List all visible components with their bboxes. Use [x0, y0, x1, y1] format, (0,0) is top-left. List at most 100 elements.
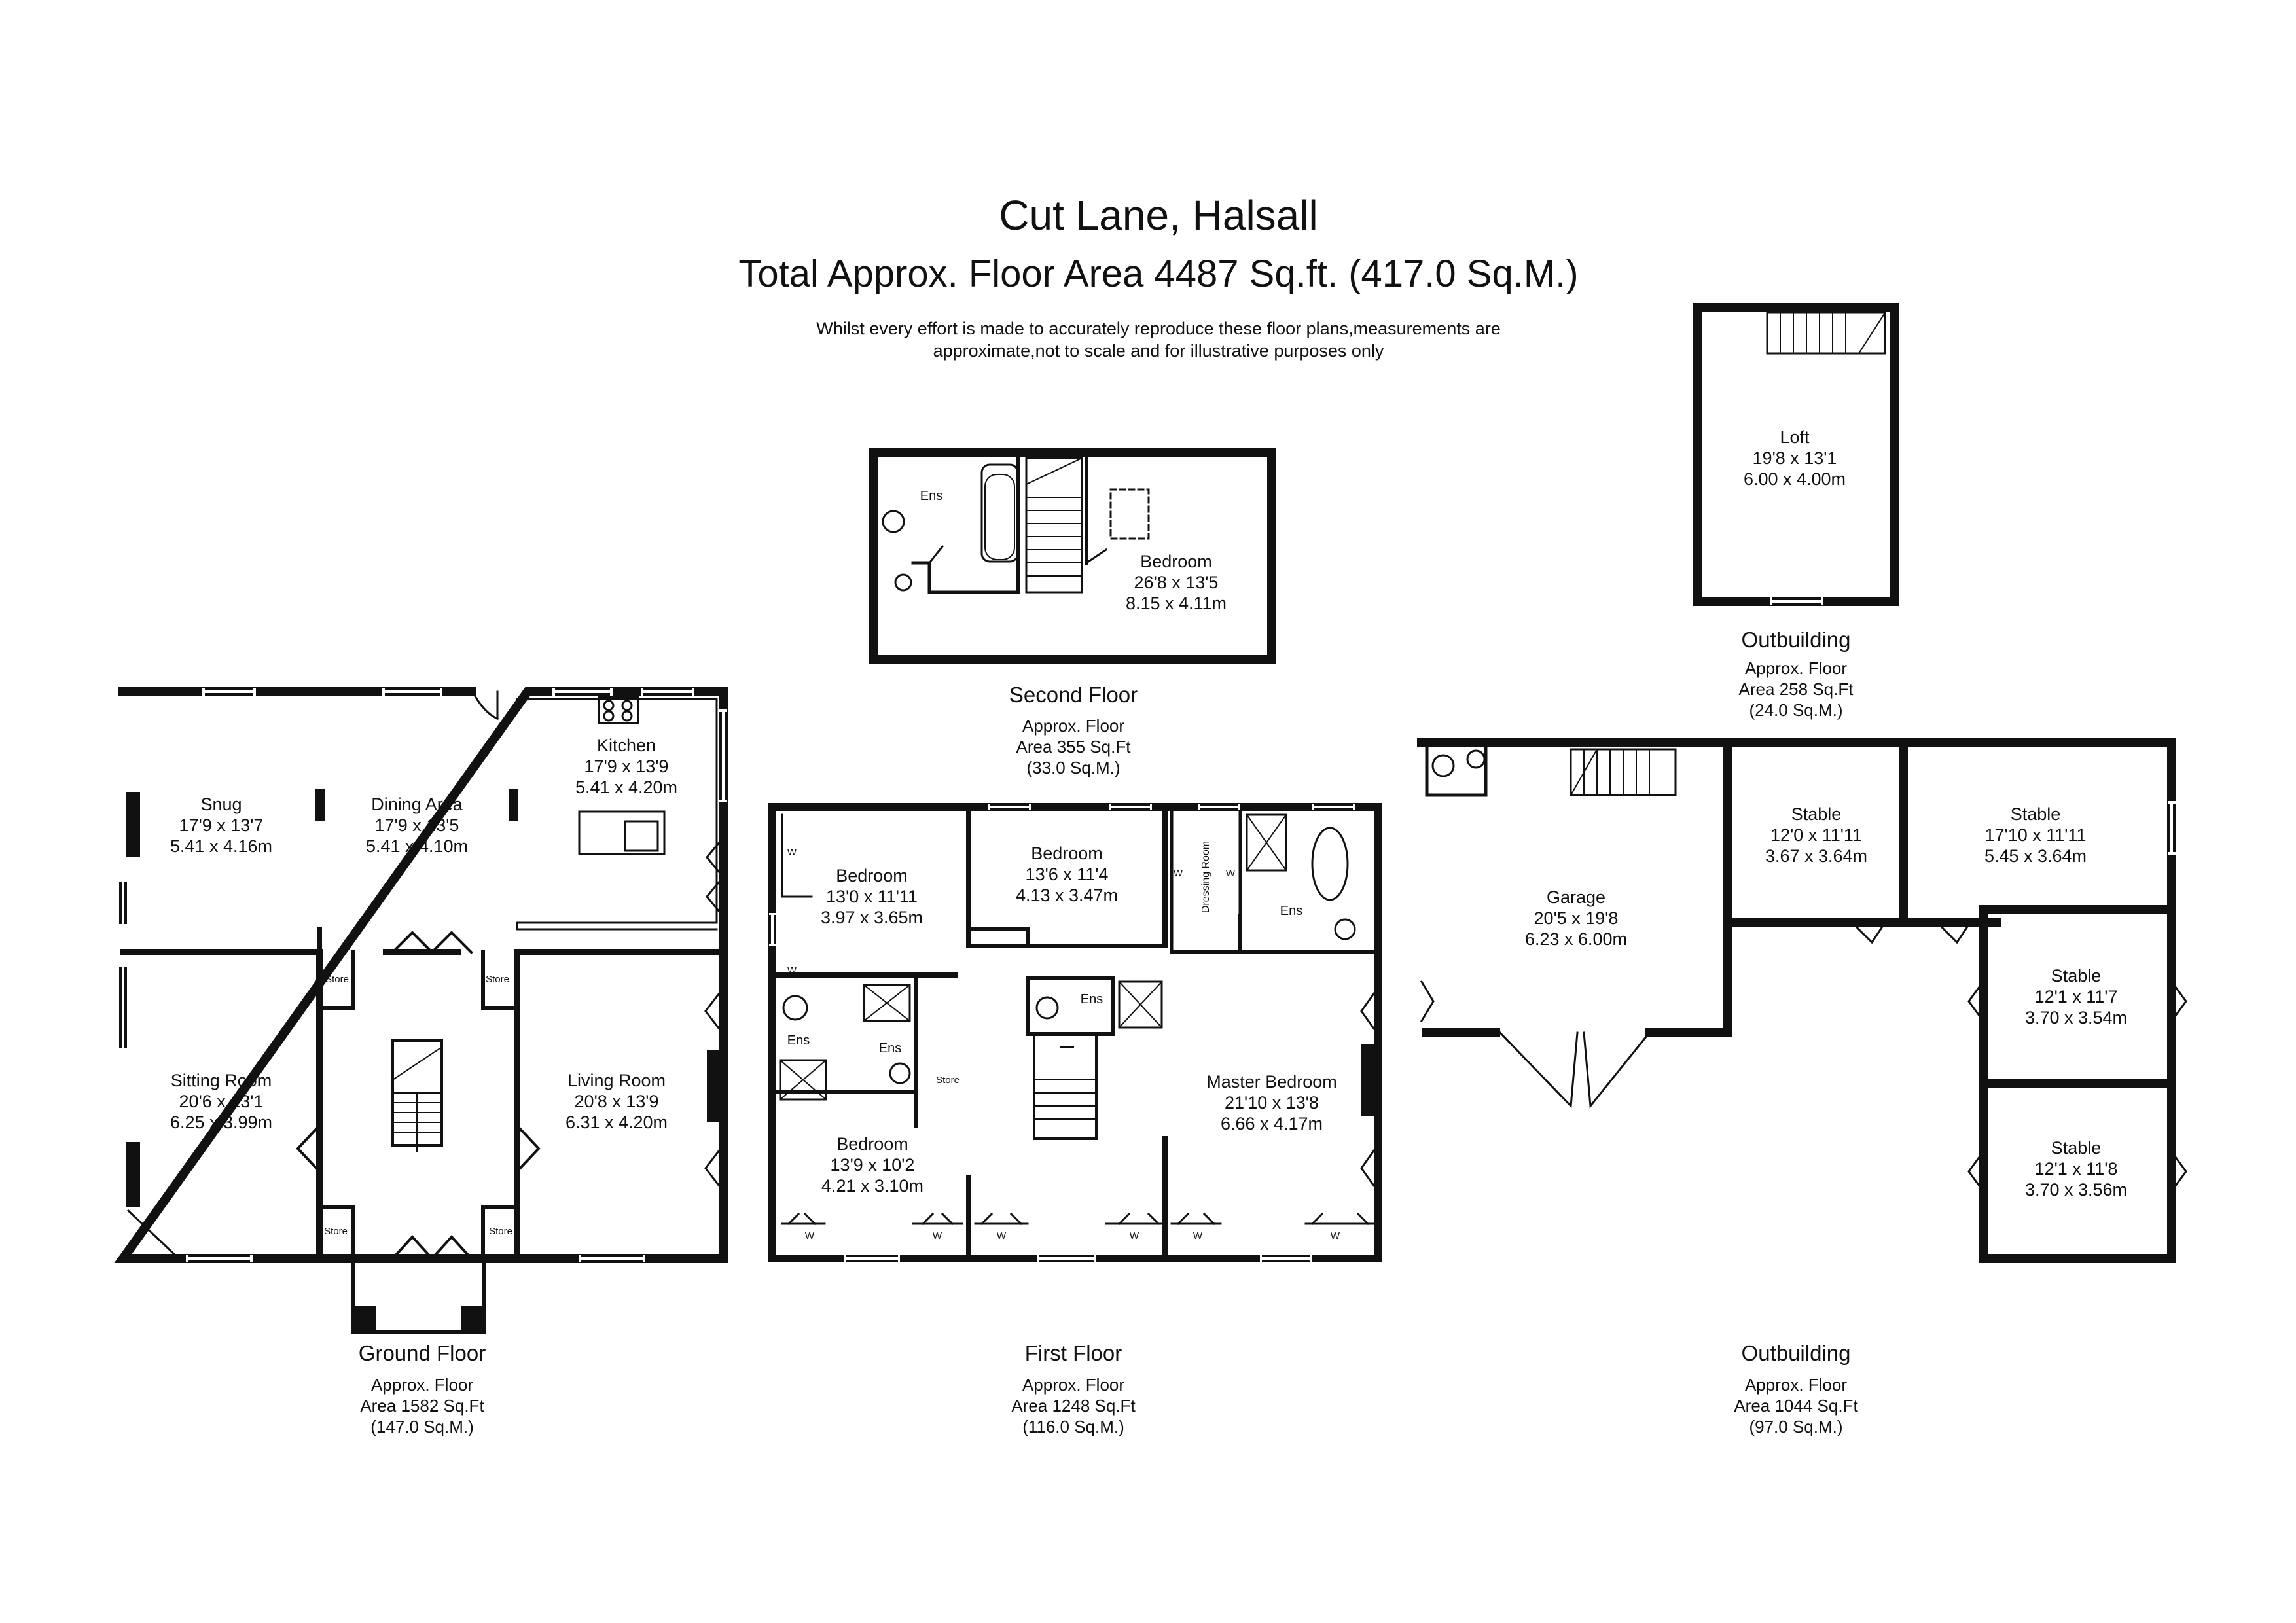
- dressing-room-label: Dressing Room: [1200, 840, 1211, 914]
- first-floor-name: First Floor: [1024, 1341, 1122, 1365]
- store-label-2: Store: [486, 974, 509, 985]
- room-first-bedroom-2-metric: 4.13 x 3.47m: [1015, 885, 1119, 905]
- room-sitting: Sitting Room 20'6 x 13'1 6.25 x 3.99m: [170, 1070, 272, 1133]
- room-loft-metric: 6.00 x 4.00m: [1743, 469, 1846, 489]
- room-first-bedroom-1-imperial: 13'0 x 11'11: [826, 887, 918, 906]
- room-sitting-name: Sitting Room: [170, 1071, 272, 1090]
- outbuilding-loft-area-1: Approx. Floor: [1744, 658, 1848, 678]
- room-dining-imperial: 17'9 x 13'5: [374, 815, 459, 835]
- second-floor-plan: [869, 448, 1276, 664]
- wardrobe-label-6: W: [932, 1230, 942, 1241]
- second-floor-area-3: (33.0 Sq.M.): [1026, 758, 1121, 777]
- first-floor-area-1: Approx. Floor: [1022, 1375, 1125, 1395]
- wardrobe-label-9: W: [1193, 1230, 1203, 1241]
- room-garage-metric: 6.23 x 6.00m: [1524, 929, 1628, 949]
- room-second-bedroom: Bedroom 26'8 x 13'5 8.15 x 4.11m: [1126, 551, 1227, 614]
- room-sitting-metric: 6.25 x 3.99m: [170, 1113, 273, 1132]
- room-first-bedroom-2-imperial: 13'6 x 11'4: [1025, 865, 1109, 884]
- room-stable-4-name: Stable: [2051, 1138, 2102, 1158]
- room-master-bedroom-name: Master Bedroom: [1206, 1072, 1337, 1092]
- room-snug: Snug 17'9 x 13'7 5.41 x 4.16m: [170, 794, 272, 857]
- room-first-bedroom-3-imperial: 13'9 x 10'2: [830, 1155, 915, 1175]
- room-garage-name: Garage: [1546, 887, 1606, 907]
- wardrobe-label-7: W: [996, 1230, 1007, 1241]
- room-master-bedroom: Master Bedroom 21'10 x 13'8 6.66 x 4.17m: [1206, 1071, 1337, 1134]
- ground-floor-area-3: (147.0 Sq.M.): [370, 1417, 474, 1436]
- page-subtitle: Total Approx. Floor Area 4487 Sq.ft. (41…: [738, 253, 1579, 295]
- room-stable-1-name: Stable: [1791, 804, 1842, 824]
- room-stable-4-metric: 3.70 x 3.56m: [2024, 1180, 2128, 1200]
- second-floor-area-1: Approx. Floor: [1022, 716, 1125, 736]
- store-label-1: Store: [325, 974, 349, 985]
- room-sitting-imperial: 20'6 x 13'1: [179, 1092, 264, 1111]
- room-stable-3-metric: 3.70 x 3.54m: [2024, 1008, 2128, 1027]
- second-floor-name: Second Floor: [1009, 683, 1138, 707]
- room-stable-2-metric: 5.45 x 3.64m: [1984, 846, 2087, 866]
- ground-floor-plan: [114, 687, 728, 1334]
- room-dining-name: Dining Area: [371, 794, 463, 814]
- room-stable-2-name: Stable: [2010, 804, 2061, 824]
- wardrobe-label-8: W: [1129, 1230, 1139, 1241]
- room-second-bedroom-name: Bedroom: [1140, 552, 1212, 571]
- room-master-bedroom-metric: 6.66 x 4.17m: [1220, 1114, 1323, 1133]
- ens-label-4: Ens: [1280, 904, 1303, 918]
- wardrobe-label-10: W: [1330, 1230, 1340, 1241]
- room-loft: Loft 19'8 x 13'1 6.00 x 4.00m: [1744, 427, 1846, 490]
- outbuilding-main-name: Outbuilding: [1741, 1341, 1851, 1365]
- room-stable-4: Stable 12'1 x 11'8 3.70 x 3.56m: [2025, 1137, 2127, 1200]
- room-loft-imperial: 19'8 x 13'1: [1752, 448, 1837, 468]
- room-stable-1-imperial: 12'0 x 11'11: [1770, 825, 1862, 845]
- room-second-bedroom-metric: 8.15 x 4.11m: [1125, 594, 1227, 613]
- outbuilding-loft-area-2: Area 258 Sq.Ft: [1738, 679, 1854, 699]
- room-living: Living Room 20'8 x 13'9 6.31 x 4.20m: [565, 1070, 668, 1133]
- wardrobe-label-2: W: [787, 965, 797, 976]
- room-kitchen-name: Kitchen: [596, 736, 656, 755]
- room-first-bedroom-1-metric: 3.97 x 3.65m: [820, 908, 924, 927]
- room-stable-3-name: Stable: [2051, 966, 2102, 986]
- ground-floor-area-2: Area 1582 Sq.Ft: [360, 1396, 484, 1416]
- room-first-bedroom-2-name: Bedroom: [1031, 844, 1103, 863]
- second-floor-area-2: Area 355 Sq.Ft: [1016, 737, 1131, 757]
- room-stable-3: Stable 12'1 x 11'7 3.70 x 3.54m: [2025, 965, 2127, 1028]
- room-dining-metric: 5.41 x 4.10m: [365, 836, 469, 856]
- wardrobe-label-3: W: [1173, 868, 1183, 879]
- room-loft-name: Loft: [1780, 427, 1810, 447]
- ground-floor-name: Ground Floor: [358, 1341, 486, 1365]
- wardrobe-label-5: W: [804, 1230, 815, 1241]
- wardrobe-label-1: W: [787, 847, 797, 858]
- outbuilding-loft-plan: [1693, 303, 1899, 606]
- ground-floor-area-1: Approx. Floor: [370, 1375, 474, 1395]
- first-floor-area-2: Area 1248 Sq.Ft: [1011, 1396, 1136, 1416]
- ens-label-1: Ens: [787, 1033, 810, 1048]
- room-first-bedroom-2: Bedroom 13'6 x 11'4 4.13 x 3.47m: [1016, 843, 1118, 906]
- ens-label-2: Ens: [878, 1041, 902, 1056]
- room-master-bedroom-imperial: 21'10 x 13'8: [1225, 1093, 1319, 1113]
- store-label-5: Store: [936, 1075, 960, 1086]
- first-floor-plan: [768, 803, 1382, 1262]
- disclaimer-line-2: approximate,not to scale and for illustr…: [933, 341, 1384, 361]
- room-dining: Dining Area 17'9 x 13'5 5.41 x 4.10m: [366, 794, 468, 857]
- room-snug-metric: 5.41 x 4.16m: [170, 836, 273, 856]
- room-kitchen: Kitchen 17'9 x 13'9 5.41 x 4.20m: [575, 735, 677, 798]
- outbuilding-main-area-1: Approx. Floor: [1744, 1375, 1848, 1395]
- room-stable-2: Stable 17'10 x 11'11 5.45 x 3.64m: [1984, 804, 2087, 866]
- ens-label-3: Ens: [1080, 992, 1103, 1007]
- room-garage: Garage 20'5 x 19'8 6.23 x 6.00m: [1525, 887, 1627, 950]
- wardrobe-label-4: W: [1225, 868, 1236, 879]
- disclaimer-line-1: Whilst every effort is made to accuratel…: [816, 319, 1501, 338]
- ens-label-5: Ens: [920, 489, 943, 503]
- room-second-bedroom-imperial: 26'8 x 13'5: [1134, 573, 1219, 592]
- room-stable-2-imperial: 17'10 x 11'11: [1984, 825, 2087, 845]
- room-first-bedroom-1-name: Bedroom: [836, 866, 908, 885]
- room-first-bedroom-3-name: Bedroom: [836, 1134, 908, 1154]
- room-stable-4-imperial: 12'1 x 11'8: [2034, 1159, 2118, 1179]
- room-stable-1-metric: 3.67 x 3.64m: [1765, 846, 1868, 866]
- room-stable-3-imperial: 12'1 x 11'7: [2034, 987, 2118, 1007]
- store-label-3: Store: [324, 1226, 348, 1237]
- room-garage-imperial: 20'5 x 19'8: [1534, 908, 1619, 928]
- room-first-bedroom-3-metric: 4.21 x 3.10m: [821, 1176, 924, 1196]
- outbuilding-loft-name: Outbuilding: [1741, 628, 1851, 652]
- outbuilding-main-plan: [1417, 738, 2187, 1263]
- store-label-4: Store: [489, 1226, 512, 1237]
